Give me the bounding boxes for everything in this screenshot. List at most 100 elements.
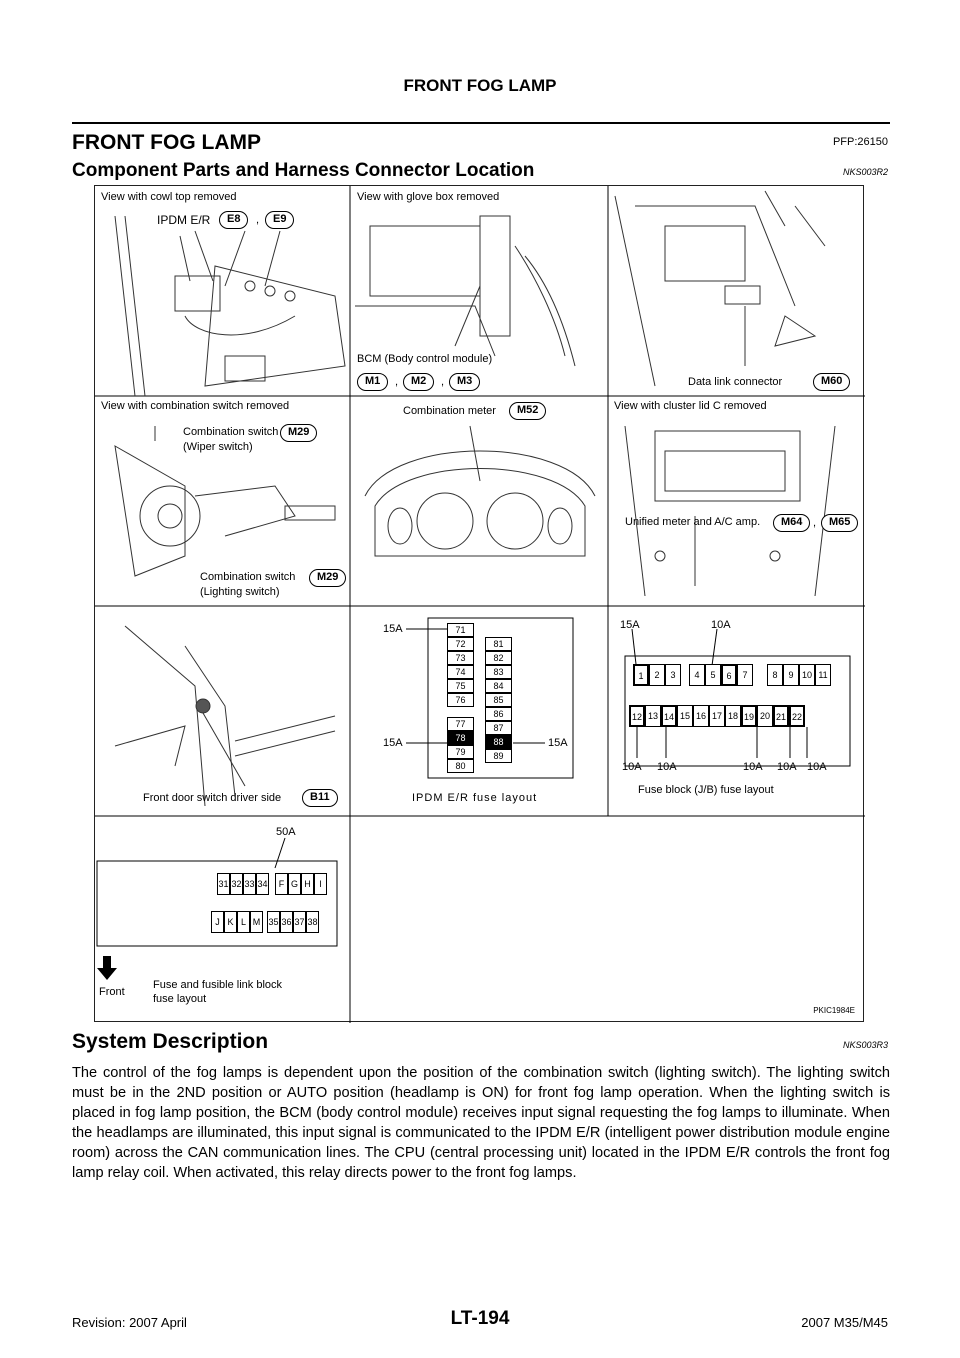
ipdm-amp: 15A — [383, 623, 403, 635]
fuse-slot: 85 — [485, 693, 512, 707]
footer-revision: Revision: 2007 April — [72, 1315, 187, 1330]
connector-tag: E9 — [265, 211, 295, 229]
fuse-slot: 83 — [485, 665, 512, 679]
fuse-slot: 80 — [447, 759, 474, 773]
fuse-slot: L — [237, 911, 250, 933]
fuse-slot: K — [224, 911, 237, 933]
fuse-slot: 11 — [815, 664, 831, 686]
fuse-slot: 18 — [725, 705, 741, 727]
fuse-slot: J — [211, 911, 224, 933]
fuse-slot: 7 — [737, 664, 753, 686]
panel6-caption: View with cluster lid C removed — [614, 400, 767, 412]
panel2-caption: View with glove box removed — [357, 191, 500, 203]
section-code: PFP:26150 — [832, 136, 888, 148]
fuse-slot: 71 — [447, 623, 474, 637]
panel4-caption: View with combination switch removed — [101, 400, 290, 412]
panel7-label: Front door switch driver side — [143, 792, 282, 804]
ipdm-amp: 15A — [548, 737, 568, 749]
jb-amp: 10A — [711, 619, 731, 631]
fuse-slot: 8 — [767, 664, 783, 686]
fuse-slot: G — [288, 873, 301, 895]
fuse-slot: 12 — [629, 705, 645, 727]
panel1-label: IPDM E/R — [157, 213, 211, 227]
fuse-slot: M — [250, 911, 263, 933]
fuse-slot: 10 — [799, 664, 815, 686]
panel3-label: Data link connector — [688, 376, 783, 388]
fuse-slot: 31 — [217, 873, 230, 895]
tag-separator: , — [441, 376, 445, 388]
fuse-slot: 75 — [447, 679, 474, 693]
panel1-caption: View with cowl top removed — [101, 191, 237, 203]
tag-separator: , — [395, 376, 399, 388]
ipdm-amp: 15A — [383, 737, 403, 749]
fuse-slot: 2 — [649, 664, 665, 686]
system-body: The control of the fog lamps is dependen… — [72, 1065, 890, 1181]
fuse-slot: H — [301, 873, 314, 895]
front-arrow-icon — [97, 956, 117, 980]
front-label: Front — [99, 986, 125, 998]
fuse-slot: F — [275, 873, 288, 895]
fuse-slot: 76 — [447, 693, 474, 707]
system-title: System Description — [72, 1030, 269, 1053]
fuse-slot: 78 — [447, 731, 474, 745]
connector-tag: M64 — [773, 514, 811, 532]
fuse-slot: 21 — [773, 705, 789, 727]
fuse-slot: 37 — [293, 911, 306, 933]
fuse-slot: 33 — [243, 873, 256, 895]
panel6-label: Unified meter and A/C amp. — [625, 516, 761, 528]
jb-amp: 10A — [743, 761, 763, 773]
panel5-label: Combination meter — [403, 405, 496, 417]
location-figure: View with cowl top removed IPDM E/R E8 ,… — [94, 185, 865, 1023]
lighting-switch-label: Combination switch — [200, 571, 296, 583]
fusible-link-caption-2: fuse layout — [153, 993, 207, 1005]
running-head: FRONT FOG LAMP — [403, 76, 557, 95]
connector-tag: M52 — [509, 402, 547, 420]
jb-fuse-caption: Fuse block (J/B) fuse layout — [638, 784, 774, 796]
components-title: Component Parts and Harness Connector Lo… — [72, 160, 535, 181]
fuse-slot: 20 — [757, 705, 773, 727]
fuse-slot: 89 — [485, 749, 512, 763]
connector-tag: E8 — [219, 211, 249, 229]
connector-tag: M29 — [280, 424, 318, 442]
figure-drawing — [95, 186, 865, 1023]
fuse-slot: 16 — [693, 705, 709, 727]
jb-amp: 15A — [620, 619, 640, 631]
fuse-slot: 72 — [447, 637, 474, 651]
fuse-slot: 32 — [230, 873, 243, 895]
fuse-slot: 35 — [267, 911, 280, 933]
fuse-slot: 88 — [485, 735, 512, 749]
page-number: LT-194 — [450, 1308, 510, 1329]
connector-tag: M3 — [449, 373, 481, 391]
section-title: FRONT FOG LAMP — [72, 131, 261, 154]
fusible-link-caption: Fuse and fusible link block — [153, 979, 283, 991]
ipdm-fuse-caption: IPDM E/R fuse layout — [412, 792, 538, 804]
wiper-switch-label: Combination switch — [183, 426, 279, 438]
fuse-slot: 19 — [741, 705, 757, 727]
fuse-slot: 3 — [665, 664, 681, 686]
fuse-slot: 5 — [705, 664, 721, 686]
jb-amp: 10A — [622, 761, 642, 773]
fuse-slot: I — [314, 873, 327, 895]
connector-tag: B11 — [302, 789, 338, 807]
fuse-slot: 81 — [485, 637, 512, 651]
footer-model: 2007 M35/M45 — [801, 1315, 888, 1330]
fuse-slot: 84 — [485, 679, 512, 693]
system-code: NKS003R3 — [842, 1040, 888, 1050]
fuse-slot: 77 — [447, 717, 474, 731]
jb-amp: 10A — [777, 761, 797, 773]
fuse-slot: 9 — [783, 664, 799, 686]
wiper-switch-sublabel: (Wiper switch) — [183, 441, 253, 453]
header-rule — [72, 122, 890, 124]
fuse-slot: 79 — [447, 745, 474, 759]
fuse-slot: 82 — [485, 651, 512, 665]
panel2-label: BCM (Body control module) — [357, 353, 493, 365]
fuse-slot: 74 — [447, 665, 474, 679]
connector-tag: M29 — [309, 569, 347, 587]
fuse-slot: 17 — [709, 705, 725, 727]
connector-tag: M2 — [403, 373, 435, 391]
fuse-slot: 4 — [689, 664, 705, 686]
jb-amp: 10A — [807, 761, 827, 773]
fuse-slot: 86 — [485, 707, 512, 721]
fuse-slot: 14 — [661, 705, 677, 727]
fuse-slot: 6 — [721, 664, 737, 686]
